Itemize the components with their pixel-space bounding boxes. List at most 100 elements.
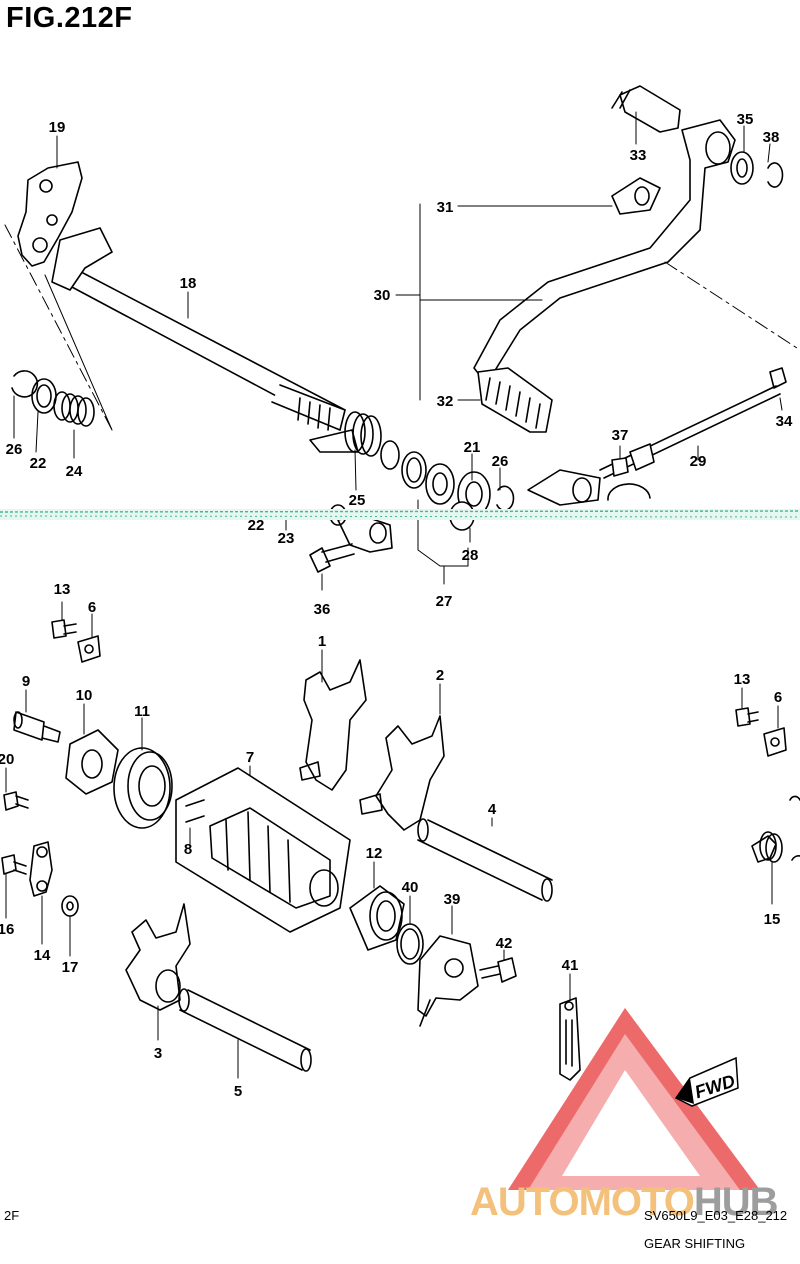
part-9-pin: [13, 711, 61, 743]
callout-c7: 7: [246, 749, 254, 766]
callout-c2: 2: [436, 667, 444, 684]
watermark-brand-part2: HUB: [693, 1180, 779, 1224]
part-linkage-arm: [527, 469, 651, 506]
callout-c30: 30: [374, 287, 391, 304]
callout-c22a: 22: [30, 455, 47, 472]
part-37-nut: [611, 457, 629, 477]
part-4-fork-shaft: [417, 818, 553, 902]
watermark-logo-icon: [508, 1008, 760, 1190]
part-21-bushing: [425, 463, 455, 505]
part-17-washer: [61, 895, 79, 917]
part-washer-mid: [401, 451, 427, 489]
part-24-spring-left: [53, 391, 95, 427]
part-7-gearshift-cam: [175, 767, 351, 933]
part-41-pin: [559, 997, 581, 1081]
footer-right-code: SV650L9_E03_E28_212: [644, 1208, 788, 1223]
part-10-cam-stopper: [65, 729, 119, 795]
part-42-bolt: [479, 957, 517, 983]
fwd-arrow-icon: FWD: [674, 1056, 739, 1107]
part-11-bearing: [113, 747, 173, 829]
callout-c8: 8: [184, 841, 192, 858]
callout-c32: 32: [437, 393, 454, 410]
part-34-rod-end: [769, 367, 787, 389]
callout-c29: 29: [690, 453, 707, 470]
footer-left-code: 2F: [4, 1208, 20, 1223]
callout-c27: 27: [436, 593, 453, 610]
part-2-shift-fork: [359, 715, 445, 831]
part-14-link: [29, 841, 53, 897]
callout-c24: 24: [66, 463, 83, 480]
callout-c4: 4: [488, 801, 497, 818]
part-6-plate-left: [77, 635, 101, 663]
callout-c3: 3: [154, 1045, 162, 1062]
part-35-washer: [730, 151, 754, 185]
callout-c41: 41: [562, 957, 579, 974]
part-29-shift-rod: [599, 385, 781, 479]
callout-c9: 9: [22, 673, 30, 690]
callout-c15: 15: [764, 911, 781, 928]
callout-c12: 12: [366, 845, 383, 862]
part-25-return-spring: [309, 411, 382, 457]
footer-caption: GEAR SHIFTING: [644, 1236, 746, 1251]
watermark-brand-part1: AUTOMOTO: [470, 1180, 695, 1224]
part-5-fork-shaft: [178, 988, 312, 1072]
callout-c6a: 6: [88, 599, 96, 616]
part-39-gear-position-sensor: [417, 935, 479, 1027]
part-15-spring: [751, 795, 800, 863]
part-32-footpeg-rubber: [477, 367, 553, 433]
part-18-gearshift-shaft: [51, 227, 346, 431]
callout-c10: 10: [76, 687, 93, 704]
callout-c23: 23: [278, 530, 295, 547]
part-22-washer-left: [31, 378, 57, 414]
callout-c26b: 26: [492, 453, 509, 470]
callout-c16: 16: [0, 921, 14, 938]
callout-c13a: 13: [54, 581, 71, 598]
callout-c37: 37: [612, 427, 629, 444]
part-30-gearshift-lever: [473, 119, 736, 379]
part-33-pivot-bolt: [611, 85, 681, 133]
callout-c5: 5: [234, 1083, 242, 1100]
callout-c39: 39: [444, 891, 461, 908]
watermark-brand: AUTOMOTOHUB: [470, 1180, 779, 1225]
callout-c17: 17: [62, 959, 79, 976]
figure-title: FIG.212F: [6, 2, 133, 34]
part-6-plate-right: [763, 727, 787, 757]
callout-c20: 20: [0, 751, 14, 768]
callout-c21: 21: [464, 439, 481, 456]
part-3-shift-fork: [125, 903, 191, 1011]
part-31-clevis: [611, 177, 661, 215]
callout-c31: 31: [437, 199, 454, 216]
part-40-o-ring: [396, 923, 424, 965]
part-19-shift-arm: [17, 161, 83, 267]
callout-c18: 18: [180, 275, 197, 292]
scan-artifact-band: [0, 509, 800, 520]
callout-c14: 14: [34, 947, 51, 964]
callout-c19: 19: [49, 119, 66, 136]
callout-c36: 36: [314, 601, 331, 618]
callout-c33: 33: [630, 147, 647, 164]
part-13-bolt-left: [51, 619, 77, 639]
callout-c1: 1: [318, 633, 326, 650]
callout-c26a: 26: [6, 441, 23, 458]
part-20-screw: [3, 791, 29, 811]
part-1-shift-fork: [299, 659, 367, 791]
callout-c40: 40: [402, 879, 419, 896]
part-26-circlip-right: [496, 485, 515, 512]
callout-c38: 38: [763, 129, 780, 146]
callout-c25: 25: [349, 492, 366, 509]
part-26-circlip-left: [11, 370, 39, 398]
callout-c34: 34: [776, 413, 793, 430]
callout-c22b: 22: [248, 517, 265, 534]
callout-c42: 42: [496, 935, 513, 952]
callout-c13b: 13: [734, 671, 751, 688]
callout-c28: 28: [462, 547, 479, 564]
part-38-clip: [767, 162, 784, 188]
part-13-bolt-right: [735, 707, 759, 727]
part-washer-small: [380, 440, 400, 470]
callout-c35: 35: [737, 111, 754, 128]
part-36-bolt: [309, 543, 355, 573]
callout-c6b: 6: [774, 689, 782, 706]
part-12-bearing: [349, 885, 405, 951]
